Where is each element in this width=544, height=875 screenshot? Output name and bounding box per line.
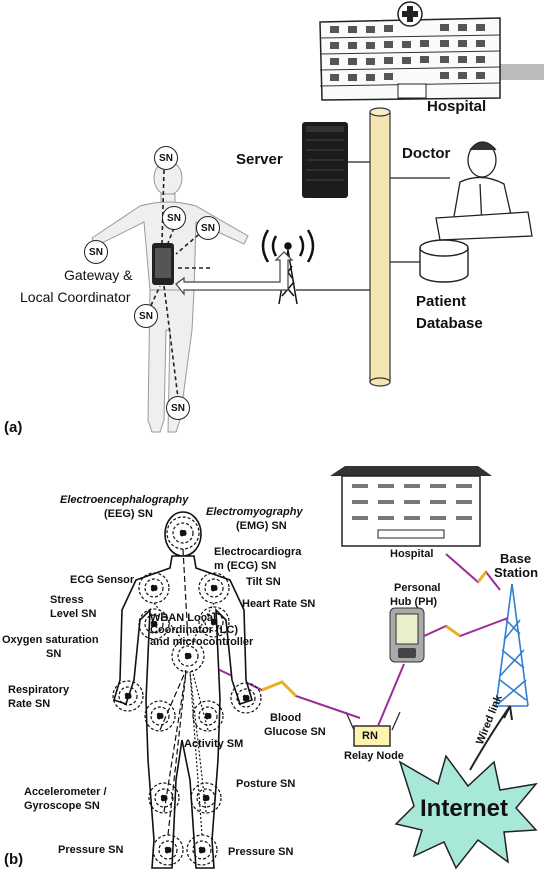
wban-label-line2: Coordinator (LC) bbox=[150, 624, 238, 636]
relay-node-label: Relay Node bbox=[344, 750, 404, 762]
panel-b-tag: (b) bbox=[4, 851, 24, 868]
sn-label: SN bbox=[89, 246, 103, 258]
blood-label-line2: Glucose SN bbox=[264, 726, 326, 738]
panel-a-tag: (a) bbox=[4, 419, 23, 436]
emg-label-line1: Electromyography bbox=[206, 506, 303, 518]
ecg-sn-label-line1: Electrocardiogra bbox=[214, 546, 302, 558]
sensor-node-head: SN bbox=[154, 146, 178, 170]
accel-label-line1: Accelerometer / bbox=[24, 786, 107, 798]
relay-node-rn-label: RN bbox=[362, 730, 378, 742]
patient-db-label-line1: Patient bbox=[416, 293, 467, 310]
oxygen-label-line2: SN bbox=[46, 648, 62, 660]
internet-label: Internet bbox=[420, 795, 509, 822]
patient-db-label-line2: Database bbox=[416, 315, 483, 332]
hospital-label-b: Hospital bbox=[390, 548, 434, 560]
phone-gateway-icon bbox=[152, 243, 174, 285]
doctor-label: Doctor bbox=[402, 145, 451, 162]
resp-label-line2: Rate SN bbox=[8, 698, 51, 710]
stress-label-line2: Level SN bbox=[50, 608, 97, 620]
resp-label-line1: Respiratory bbox=[8, 684, 70, 696]
accel-label-line2: Gyroscope SN bbox=[24, 800, 100, 812]
oxygen-label-line1: Oxygen saturation bbox=[2, 634, 99, 646]
sensor-node-chest: SN bbox=[162, 206, 186, 230]
server-icon bbox=[302, 122, 348, 198]
personal-hub-icon bbox=[389, 607, 425, 663]
sn-label: SN bbox=[171, 402, 185, 414]
sensor-node-hand: SN bbox=[84, 240, 108, 264]
gateway-label-line2: Local Coordinator bbox=[20, 289, 131, 305]
eeg-label-line2: (EEG) SN bbox=[104, 508, 153, 520]
tilt-label: Tilt SN bbox=[246, 576, 281, 588]
sensor-rings bbox=[112, 516, 262, 866]
hospital-building-b bbox=[330, 466, 492, 547]
sensor-node-hip: SN bbox=[134, 304, 158, 328]
internet-cloud bbox=[394, 754, 538, 870]
base-station-label-line2: Station bbox=[494, 565, 539, 580]
eeg-label-line1: Electroencephalography bbox=[60, 494, 189, 506]
wban-label-line1: WBAN Local bbox=[150, 612, 216, 624]
posture-label: Posture SN bbox=[236, 778, 296, 790]
hospital-label-a: Hospital bbox=[427, 98, 487, 115]
sn-label: SN bbox=[139, 310, 153, 322]
stress-label-line1: Stress bbox=[50, 594, 84, 606]
base-station-label-line1: Base bbox=[500, 551, 532, 566]
blood-label-line1: Blood bbox=[270, 712, 302, 724]
sensor-node-arm: SN bbox=[196, 216, 220, 240]
sensor-node-ankle: SN bbox=[166, 396, 190, 420]
relay-node-icon bbox=[345, 711, 401, 747]
sn-label: SN bbox=[159, 152, 173, 164]
heart-rate-label: Heart Rate SN bbox=[242, 598, 316, 610]
activity-label: Activity SM bbox=[184, 738, 244, 750]
hospital-building-a bbox=[319, 1, 544, 101]
personal-hub-label-line2: Hub (PH) bbox=[390, 596, 438, 608]
emg-label-line2: (EMG) SN bbox=[236, 520, 287, 532]
sn-label: SN bbox=[201, 222, 215, 234]
network-backbone bbox=[369, 107, 391, 387]
doctor-icon bbox=[435, 141, 533, 244]
personal-hub-label-line1: Personal bbox=[394, 582, 441, 594]
gateway-label-line1: Gateway & bbox=[64, 267, 133, 283]
sn-label: SN bbox=[167, 212, 181, 224]
pressure-left-label: Pressure SN bbox=[58, 844, 124, 856]
database-icon bbox=[419, 239, 469, 283]
ecg-sensor-label: ECG Sensor bbox=[70, 574, 135, 586]
pressure-right-label: Pressure SN bbox=[228, 846, 294, 858]
ecg-sn-label-line2: m (ECG) SN bbox=[214, 560, 277, 572]
wban-label-line3: and microcontroller bbox=[150, 636, 254, 648]
server-label: Server bbox=[236, 151, 283, 168]
base-station-tower bbox=[495, 583, 529, 707]
